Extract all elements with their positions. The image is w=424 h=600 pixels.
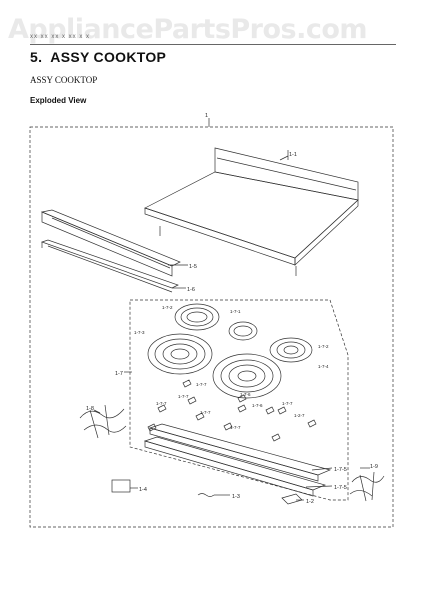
header-divider [30,44,396,45]
callout-harness-left: 1-8 [86,406,94,412]
section-number: 5. [30,49,43,65]
burner-left-large [147,333,213,375]
header-note: xx xx xx x xx x x [30,34,91,40]
callout-rail: 1-6 [187,287,195,293]
callout-burner-right: 1-7-2 [318,344,329,349]
bracket-upper [148,423,332,482]
harness-left [79,404,127,439]
callout-bracket-right: 1-7-5 [334,467,347,473]
callout-sensor-h: 1-2-7 [294,413,305,418]
callout-burner-tl: 1-7-2 [162,305,173,310]
spring-part [197,493,215,497]
callout-burner-small: 1-7-1 [230,309,241,314]
element-group-frame [129,299,349,501]
callout-clip: 1-4 [139,487,147,493]
callout-element-group: 1-7 [115,371,123,377]
callout-sensor-c: 1-7-6 [240,392,251,397]
callout-sensor-i: 1-7-7 [230,425,241,430]
harness-right [349,471,385,502]
assembly-boundary [29,126,394,528]
callout-sensor-g: 1-7-7 [282,401,293,406]
front-trim [40,209,181,277]
burner-small-ring [228,321,258,341]
callout-glass-top: 1-1 [289,152,297,158]
pad-part [281,493,303,505]
callout-spring: 1-3 [232,494,240,500]
view-label: Exploded View [30,96,87,105]
cooktop-glass [144,147,359,276]
bracket-lower [143,436,327,497]
assembly-subtitle: ASSY COOKTOP [30,75,98,85]
section-name: ASSY COOKTOP [50,49,167,65]
burner-center-large [212,353,282,399]
callout-pad: 1-2 [306,499,314,505]
callout-burner-big: 1-7-4 [318,364,329,369]
callout-sensor-b: 1-7-7 [178,394,189,399]
callout-sensor-f: 1-7-7 [200,410,211,415]
callout-harness-right: 1-9 [370,464,378,470]
watermark-text: AppliancePartsPros.com [8,14,368,45]
callout-bracket-bottom: 1-7-5 [334,485,347,491]
callout-sensor-e: 1-7-7 [156,401,167,406]
clip-part [111,479,131,493]
callout-labels: 1 1-1 1-5 1-6 1-7 1-7-2 1-7-1 1-7-3 1-7-… [86,113,378,505]
callout-main: 1 [205,113,208,119]
burner-top-left [174,303,220,331]
callout-sensor-a: 1-7-7 [196,382,207,387]
callout-burner-left: 1-7-3 [134,330,145,335]
callout-trim-front: 1-5 [189,264,197,270]
callout-sensor-d: 1-7-6 [252,403,263,408]
burner-right-small [269,337,313,363]
sensor-parts [147,379,317,442]
rail [40,239,179,293]
section-title: 5. ASSY COOKTOP [30,49,166,65]
